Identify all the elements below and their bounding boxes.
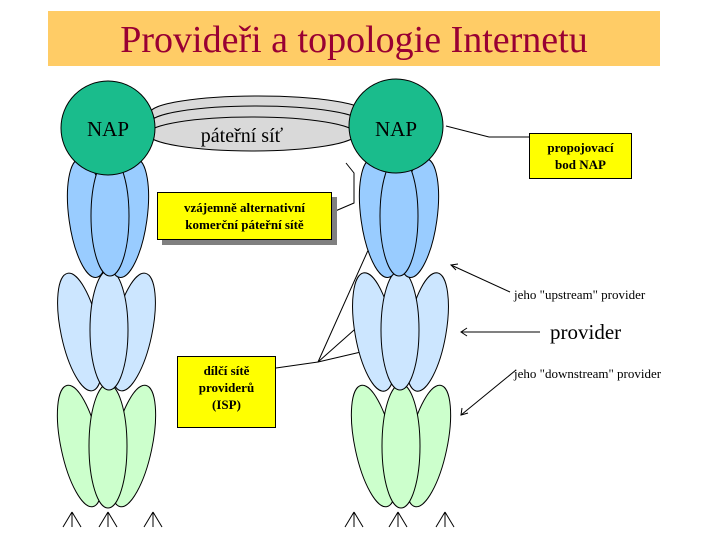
- downstream-provider-label: jeho "downstream" provider: [514, 366, 662, 381]
- fan-connector: [388, 511, 408, 528]
- alternative-backbones-line-1: vzájemně alternativní: [184, 200, 305, 215]
- fan-connector: [143, 511, 163, 528]
- arrow-downstream: [460, 369, 517, 416]
- alternative-backbones-line-2: komerční páteřní sítě: [185, 217, 304, 232]
- connector-dilci-main: [275, 361, 319, 369]
- nap-interconnect-line-1: propojovací: [547, 140, 614, 155]
- right-tier1-oval-b: [379, 155, 419, 277]
- right-nap-circle: [348, 78, 444, 174]
- fan-connector: [62, 511, 82, 528]
- connector-propojovaci: [445, 125, 490, 138]
- nap-left-label: NAP: [86, 117, 129, 141]
- fan-connector: [344, 511, 364, 528]
- right-provider-tree: [348, 78, 452, 509]
- end-connectors: [62, 511, 455, 528]
- connector-alternativni: [332, 162, 355, 213]
- backbone-label: páteřní síť: [200, 125, 284, 147]
- title-banner: Provideři a topologie Internetu: [48, 11, 660, 66]
- provider-label: provider: [550, 320, 622, 344]
- nap-right-label: NAP: [374, 117, 417, 141]
- fan-connector: [435, 511, 455, 528]
- alternative-backbones-box: vzájemně alternativní komerční páteřní s…: [157, 192, 332, 240]
- fan-connector: [98, 511, 118, 528]
- isp-subnetworks-line-2: providerů: [198, 380, 255, 395]
- isp-subnetworks-line-1: dílčí sítě: [203, 363, 250, 378]
- upstream-provider-label: jeho "upstream" provider: [514, 287, 646, 302]
- right-tier2-oval-b: [380, 269, 420, 391]
- left-tier2-oval-b: [89, 269, 129, 391]
- page-title: Provideři a topologie Internetu: [120, 19, 588, 61]
- isp-subnetworks-box: dílčí sítě providerů (ISP): [177, 356, 276, 428]
- nap-interconnect-box: propojovací bod NAP: [529, 133, 632, 179]
- right-tier3-oval-b: [381, 383, 421, 509]
- left-provider-tree: [56, 80, 157, 509]
- nap-interconnect-line-2: bod NAP: [555, 157, 606, 172]
- isp-subnetworks-line-3: (ISP): [212, 397, 241, 412]
- left-tier3-oval-b: [88, 383, 128, 509]
- arrow-upstream: [450, 264, 511, 293]
- arrows: [449, 263, 540, 416]
- left-nap-circle: [60, 80, 156, 176]
